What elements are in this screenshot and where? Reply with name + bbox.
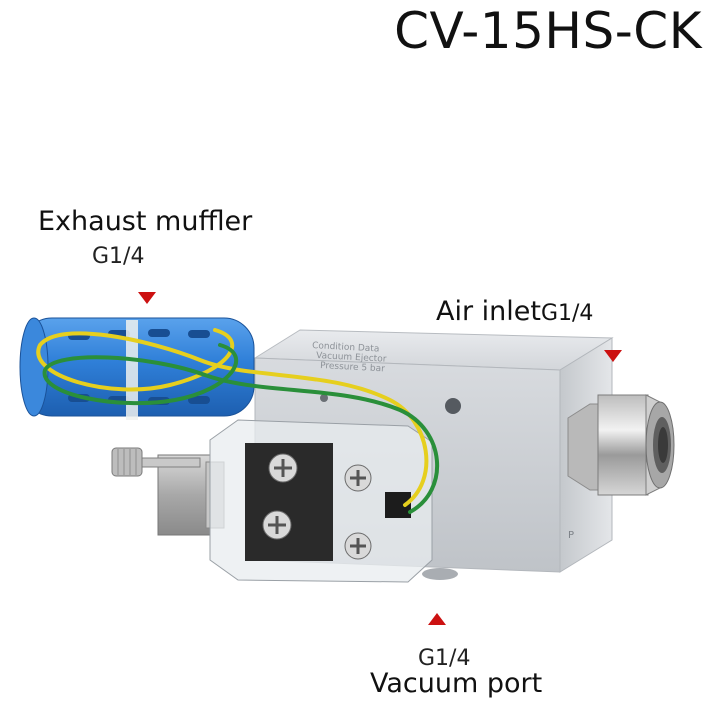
vacuum-port-opening: [422, 568, 458, 580]
thumb-screw-shaft: [139, 457, 201, 468]
air-inlet-fitting: [567, 394, 675, 496]
air-inlet-marker-arrow: [604, 350, 622, 362]
air-inlet-label: Air inletG1/4: [436, 296, 593, 327]
mounting-hole: [445, 398, 461, 414]
vacuum-port-thread: G1/4: [418, 646, 471, 671]
mounting-bracket: [111, 447, 225, 536]
vacuum-marker-arrow: [428, 613, 446, 625]
thumb-screw-head: [111, 447, 143, 477]
port-letter: P: [568, 530, 574, 541]
engraving-line-2: Vacuum Ejector: [316, 351, 387, 365]
vacuum-port-label: Vacuum port: [370, 668, 543, 699]
product-model-title: CV-15HS-CK: [394, 2, 702, 60]
engraving-line-1: Condition Data: [312, 341, 380, 355]
cable-tie: [126, 320, 138, 420]
air-inlet-thread: G1/4: [540, 301, 594, 326]
mounting-hole: [320, 394, 328, 402]
engraving-line-3: Pressure 5 bar: [320, 361, 386, 374]
exhaust-muffler-label: Exhaust muffler: [38, 206, 253, 237]
air-inlet-text: Air inlet: [436, 296, 541, 327]
sensor-wires: [36, 328, 440, 514]
exhaust-muffler-thread: G1/4: [92, 244, 145, 269]
exhaust-marker-arrow: [138, 292, 156, 304]
sensor-housing: [209, 419, 433, 583]
